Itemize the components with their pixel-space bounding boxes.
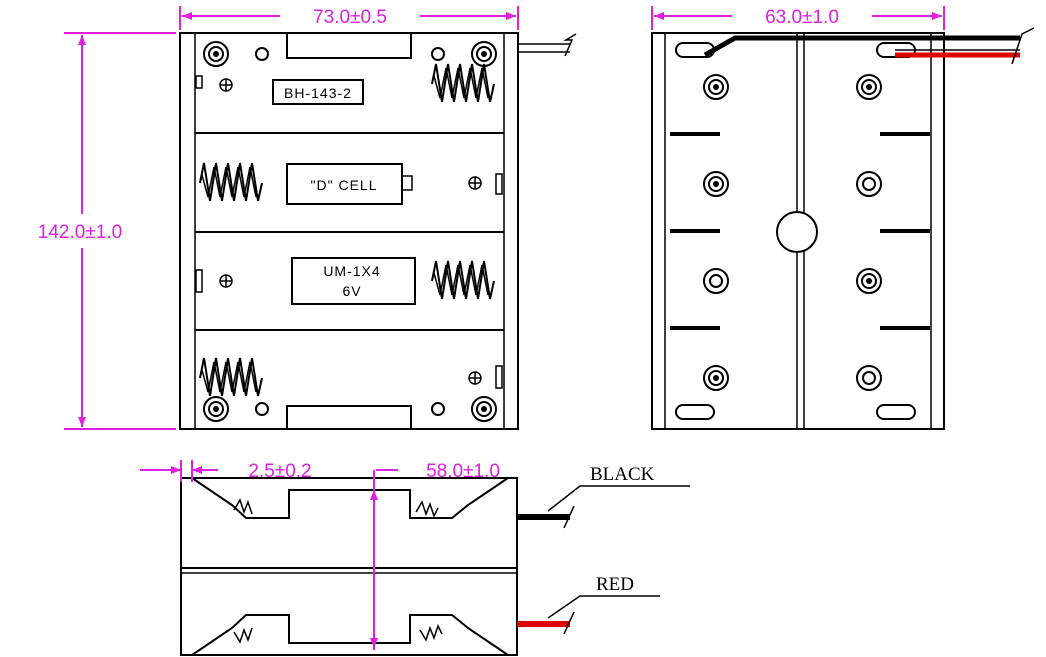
config-label-box	[291, 257, 416, 305]
cell-type-label: "D" CELL	[311, 177, 378, 193]
back-width-dim: 63.0±1.0	[765, 7, 839, 28]
side-view: BLACK RED	[180, 464, 690, 656]
dimension-lines	[64, 6, 945, 650]
red-wire-label: RED	[596, 574, 634, 595]
front-width-dim: 73.0±0.5	[313, 7, 387, 28]
black-wire	[703, 35, 1020, 58]
side-width-dim: 58.0±1.0	[426, 461, 500, 482]
height-dim: 142.0±1.0	[38, 222, 122, 243]
model-label-box	[272, 79, 364, 105]
wall-thickness-dim: 2.5±0.2	[248, 461, 311, 482]
model-label: BH-143-2	[284, 85, 352, 101]
config-line1: UM-1X4	[323, 263, 380, 279]
config-line2: 6V	[342, 283, 361, 299]
black-wire-label: BLACK	[590, 464, 655, 485]
front-view: BH-143-2 "D" CELL UM-1X4 6V	[179, 32, 577, 430]
back-view	[651, 27, 1035, 430]
dimension-labels: 73.0±0.5 63.0±1.0 142.0±1.0 2.5±0.2 58.0…	[38, 7, 839, 482]
